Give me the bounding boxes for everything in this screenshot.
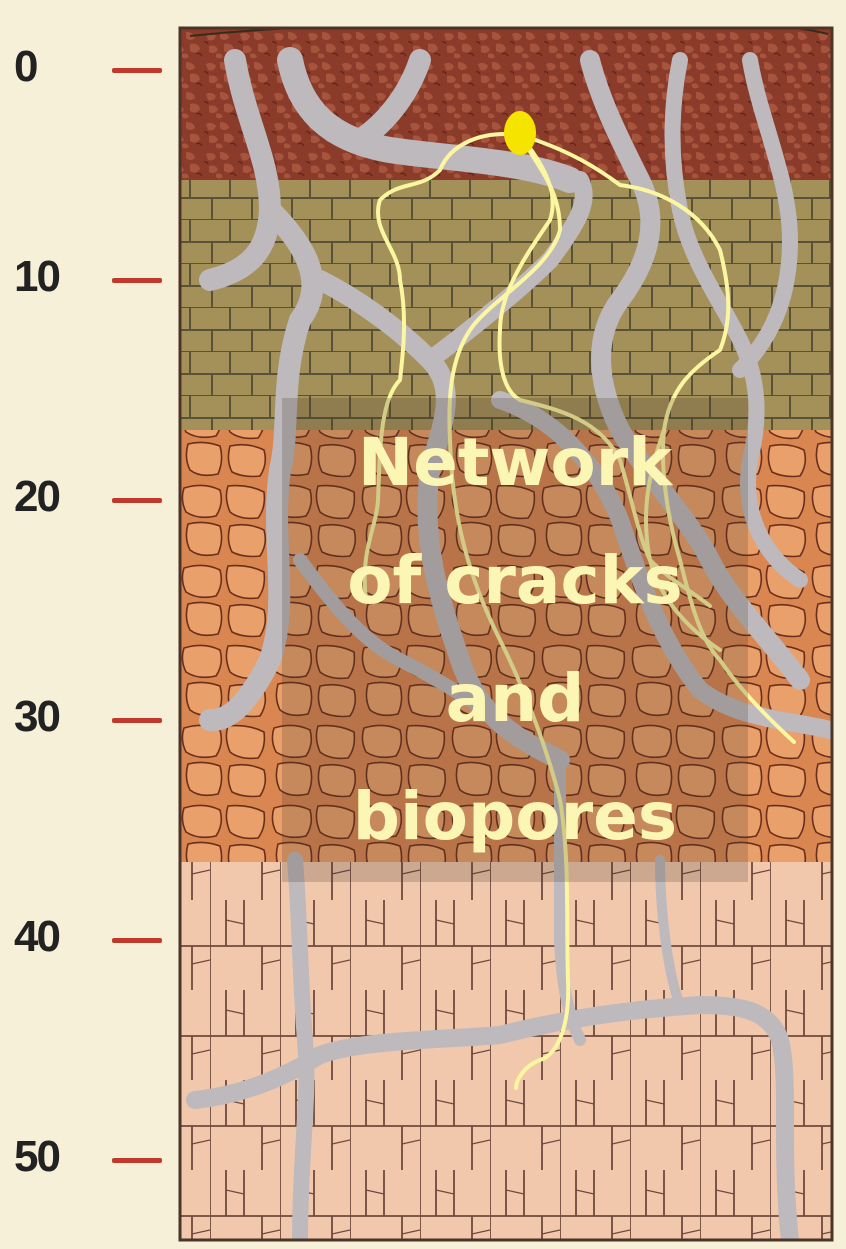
root-origin-dot xyxy=(504,111,536,155)
depth-label: 30 xyxy=(14,692,59,742)
depth-label: 20 xyxy=(14,472,59,522)
depth-label: 40 xyxy=(14,912,59,962)
depth-dash xyxy=(112,68,162,73)
depth-tick-40: 40 xyxy=(0,904,180,964)
pale-layer xyxy=(180,862,832,1242)
caption-line: biopores xyxy=(353,758,677,876)
caption-line: Network xyxy=(358,404,672,522)
depth-tick-20: 20 xyxy=(0,464,180,524)
caption-line: and xyxy=(446,640,585,758)
depth-dash xyxy=(112,278,162,283)
depth-tick-10: 10 xyxy=(0,244,180,304)
caption-line: of cracks xyxy=(347,522,683,640)
depth-dash xyxy=(112,1158,162,1163)
depth-dash xyxy=(112,938,162,943)
depth-label: 0 xyxy=(14,42,36,92)
depth-tick-30: 30 xyxy=(0,684,180,744)
depth-tick-50: 50 xyxy=(0,1124,180,1184)
depth-dash xyxy=(112,718,162,723)
network-caption: Network of cracks and biopores xyxy=(282,398,748,882)
depth-tick-0: 0 xyxy=(0,34,180,94)
depth-label: 10 xyxy=(14,252,59,302)
depth-dash xyxy=(112,498,162,503)
depth-label: 50 xyxy=(14,1132,59,1182)
